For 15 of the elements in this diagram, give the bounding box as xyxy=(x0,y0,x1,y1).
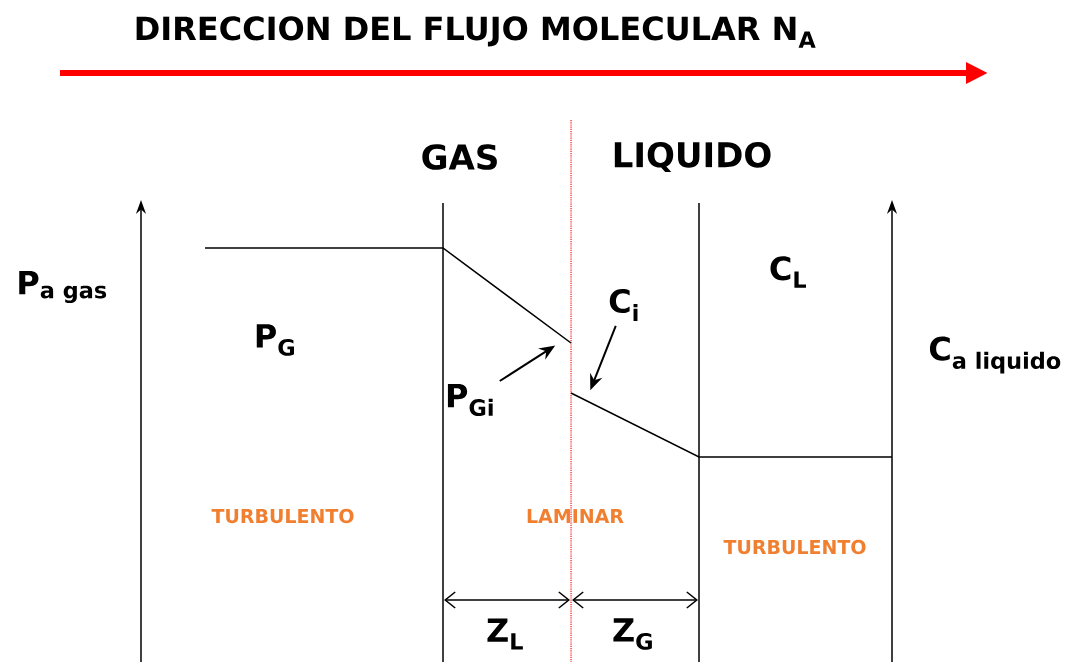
symbol-label: C$_{i}$ xyxy=(609,288,638,322)
regime-label: LAMINAR xyxy=(527,509,624,523)
symbol-label: Z$_{G}$ xyxy=(613,618,652,650)
symbol-label: GAS xyxy=(422,144,497,170)
symbol-label: $\text{C}_{\text{a liquido}}$ xyxy=(929,336,1061,374)
symbol-label: P$_{Gi}$ xyxy=(447,383,493,417)
symbol-label: Z$_{L}$ xyxy=(487,618,523,650)
liquid-profile xyxy=(570,392,893,458)
title: DIRECCION DEL FLUJO MOLECULAR N$_{A}$ xyxy=(136,16,816,48)
symbol-label: C$_{L}$ xyxy=(770,256,806,288)
regime-label: TURBULENTO xyxy=(723,539,866,555)
regime-label: TURBULENTO xyxy=(211,508,354,524)
symbol-label: $\text{P}_{\text{a gas}}$ xyxy=(19,270,107,304)
symbol-label: LIQUIDO xyxy=(614,141,771,173)
symbol-label: P$_{G}$ xyxy=(256,324,294,356)
